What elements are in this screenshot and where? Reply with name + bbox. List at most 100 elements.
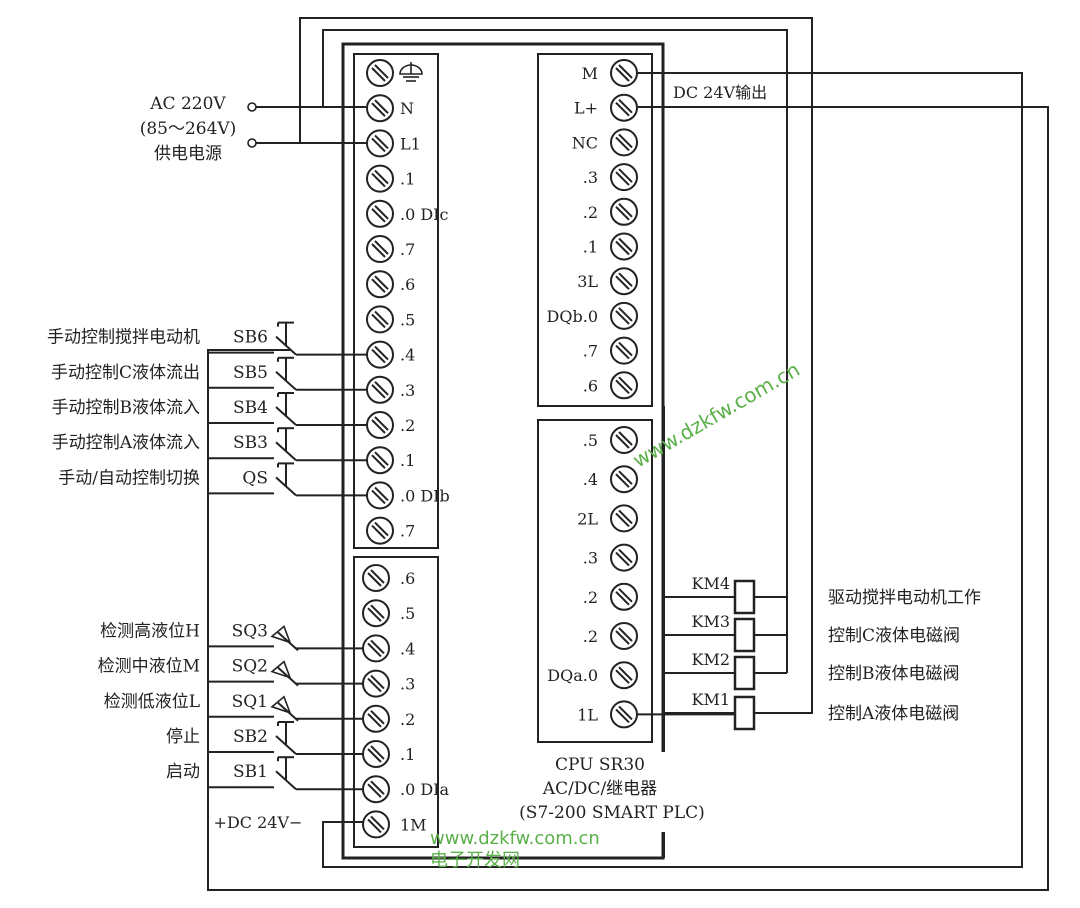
terminal-left-top-2 [366, 129, 394, 158]
terminal-left-top-12 [366, 481, 394, 510]
plc-family: (S7-200 SMART PLC) [519, 803, 705, 823]
screw-slot [615, 669, 630, 684]
ground-icon [399, 62, 423, 82]
input-common-bus [207, 351, 274, 890]
screw-slot [615, 240, 630, 256]
terminal-label: .4 [400, 346, 415, 365]
wire-n-loop [322, 29, 788, 673]
screw-slot [371, 208, 386, 223]
coil-description: 控制B液体电磁阀 [828, 664, 960, 684]
screw-slot [615, 206, 630, 221]
terminal-right-top-7 [610, 301, 638, 330]
screw-terminal-icon [362, 599, 390, 628]
screw-slot [615, 591, 630, 606]
terminal-label: M [582, 64, 598, 83]
screw-slot [371, 313, 386, 329]
coil-tag: KM3 [691, 612, 730, 631]
screw-slot [370, 569, 385, 584]
power-supply-label: AC 220V (85～264V) 供电电源 [140, 94, 237, 164]
screw-slot [374, 275, 389, 290]
relay-coil-icon [733, 617, 756, 653]
terminal-label: .1 [400, 745, 415, 764]
watermark-site-name: 电子开发网 [430, 850, 520, 871]
terminal-label: .3 [400, 381, 415, 400]
screw-terminal-icon [366, 340, 394, 369]
plc-housing [341, 42, 665, 860]
dc-output-label: DC 24V输出 [673, 83, 767, 102]
input-tag: SB1 [233, 762, 268, 782]
screw-slot [370, 815, 385, 831]
terminal-label: .7 [400, 240, 415, 259]
terminal-label: .1 [400, 451, 415, 470]
screw-slot [618, 98, 633, 114]
screw-slot [374, 99, 389, 114]
screw-slot [615, 136, 630, 152]
terminal-right-bottom-2 [610, 504, 638, 533]
screw-slot [615, 275, 630, 290]
input-tag: QS [242, 468, 268, 488]
screw-terminal-icon [366, 129, 394, 158]
screw-terminal-icon [362, 564, 390, 592]
screw-slot [618, 627, 633, 642]
plc-model-label: CPU SR30 AC/DC/继电器 (S7-200 SMART PLC) [519, 752, 705, 832]
terminal-block-right-bottom [537, 419, 653, 743]
screw-slot [615, 379, 630, 395]
screw-terminal-icon [610, 93, 638, 122]
terminal-label: .2 [583, 588, 598, 607]
power-feed-wires [299, 17, 813, 673]
screw-slot [615, 708, 630, 724]
terminal-label: .4 [400, 639, 415, 658]
screw-slot [371, 384, 386, 399]
screw-terminal-icon [610, 163, 638, 192]
input-description: 手动控制C液体流出 [51, 363, 200, 383]
terminal-left-top-9 [366, 375, 394, 404]
input-tag: SB4 [233, 398, 268, 418]
screw-slot [374, 64, 389, 79]
screw-terminal-icon [610, 336, 638, 365]
terminal-left-top-1 [366, 94, 394, 123]
power-range: (85～264V) [140, 119, 237, 139]
screw-terminal-icon [366, 481, 394, 510]
terminal-label: 2L [577, 509, 598, 528]
screw-slot [615, 630, 630, 645]
terminal-left-bottom-2 [362, 634, 390, 663]
screw-terminal-icon [610, 267, 638, 296]
screw-terminal-icon [366, 411, 394, 439]
screw-terminal-icon [610, 465, 638, 494]
screw-slot [618, 376, 633, 392]
screw-slot [615, 67, 630, 82]
input-tag: SQ3 [232, 621, 268, 641]
terminal-left-bottom-1 [362, 599, 390, 628]
screw-slot [615, 310, 630, 325]
screw-slot [618, 237, 633, 253]
input-tag: SQ1 [232, 692, 268, 712]
watermark-diagonal: www.dzkfw.com.cn [629, 357, 804, 472]
dc-input-label: +DC 24V− [214, 813, 303, 832]
terminal-right-top-6 [610, 267, 638, 296]
screw-terminal-icon [366, 59, 394, 87]
terminal-left-bottom-4 [362, 704, 390, 733]
screw-slot [615, 344, 630, 360]
screw-slot [367, 748, 382, 763]
screw-terminal-icon [610, 661, 638, 690]
screw-terminal-icon [610, 543, 638, 572]
terminal-label: N [400, 99, 414, 118]
screw-slot [367, 677, 382, 693]
screw-slot [618, 168, 633, 183]
input-device-sb4: 手动控制B液体流入 SB4 [52, 392, 367, 426]
screw-slot [374, 381, 389, 396]
input-description: 手动控制B液体流入 [52, 398, 201, 418]
input-tag: SQ2 [232, 657, 268, 677]
input-tag: SB2 [233, 727, 268, 747]
power-terminal-l1 [247, 138, 257, 148]
screw-slot [371, 243, 386, 258]
screw-terminal-icon [362, 775, 390, 804]
terminal-right-top-1 [610, 93, 638, 122]
screw-slot [618, 548, 633, 564]
screw-terminal-icon [610, 371, 638, 400]
screw-slot [367, 713, 382, 728]
